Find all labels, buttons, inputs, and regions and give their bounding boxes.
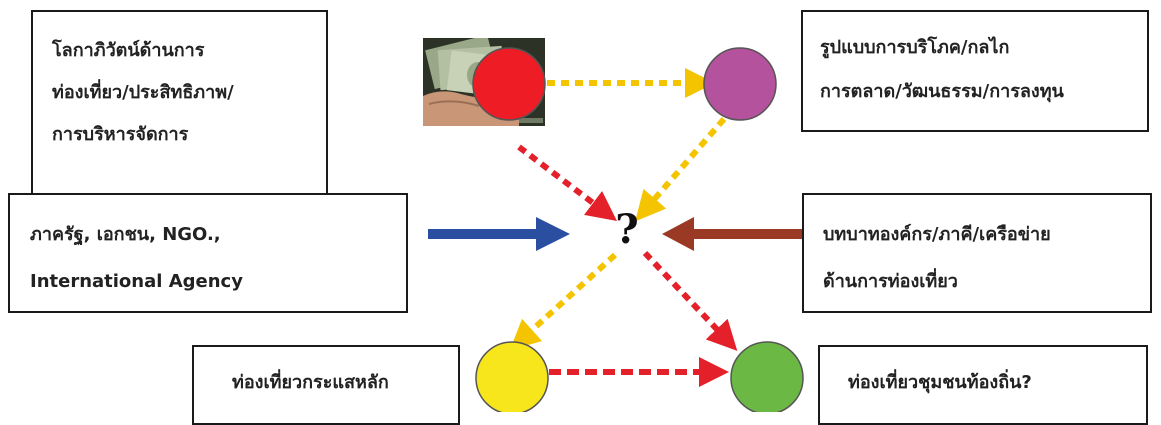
consumption-line-1: รูปแบบการบริโภค/กลไก [820, 37, 1010, 58]
stakeholders-line-1: ภาครัฐ, เอกชน, NGO., [30, 224, 221, 245]
globalization-line-3: การบริหารจัดการ [52, 124, 189, 145]
globalization-line-2: ท่องเที่ยว/ประสิทธิภาพ/ [52, 82, 234, 103]
globalization-box: โลกาภิวัตน์ด้านการ ท่องเที่ยว/ประสิทธิภา… [31, 10, 328, 197]
organization-line-1: บทบาทองค์กร/ภาคี/เครือข่าย [823, 224, 1051, 245]
organization-line-2: ด้านการท่องเที่ยว [823, 271, 958, 292]
blue-arrow [428, 217, 570, 251]
yellow-node [475, 341, 549, 412]
community-tourism-label: ท่องเที่ยวชุมชนท้องถิ่น? [848, 372, 1032, 393]
purple-to-center-arrow [635, 117, 727, 222]
organization-role-box: บทบาทองค์กร/ภาคี/เครือข่าย ด้านการท่องเท… [802, 193, 1152, 313]
center-to-yellow-arrow [509, 252, 618, 351]
brown-arrow [662, 217, 802, 251]
consumption-line-2: การตลาด/วัฒนธรรม/การลงทุน [820, 81, 1064, 102]
red-node [472, 47, 546, 121]
center-question-mark: ? [615, 206, 639, 253]
stakeholders-box: ภาครัฐ, เอกชน, NGO., International Agenc… [8, 193, 408, 313]
mainstream-tourism-label: ท่องเที่ยวกระแสหลัก [232, 372, 389, 393]
stakeholders-line-2: International Agency [30, 271, 243, 292]
purple-node [703, 47, 777, 121]
green-node [730, 341, 804, 412]
consumption-pattern-box: รูปแบบการบริโภค/กลไก การตลาด/วัฒนธรรม/กา… [801, 10, 1149, 132]
red-to-center-arrow [517, 144, 617, 222]
globalization-line-1: โลกาภิวัตน์ด้านการ [52, 40, 205, 61]
center-to-green-arrow [642, 250, 738, 351]
flow-diagram [428, 47, 804, 412]
